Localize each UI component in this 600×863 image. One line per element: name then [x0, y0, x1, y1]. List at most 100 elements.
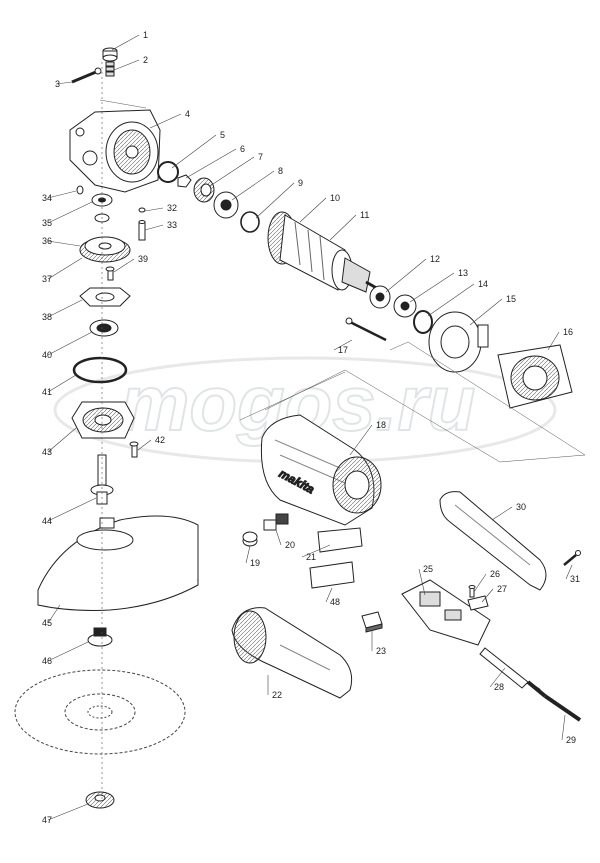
callout-23: 23 [376, 646, 386, 656]
callout-leader-45 [47, 604, 61, 624]
part-switch-25 [401, 579, 491, 646]
part-bearing-8 [213, 191, 239, 219]
callout-39: 39 [138, 254, 148, 264]
callout-4: 4 [185, 109, 190, 119]
callout-leader-27 [481, 588, 494, 603]
callout-44: 44 [42, 516, 52, 526]
part-armature-11 [267, 211, 381, 293]
callout-7: 7 [258, 152, 263, 162]
callout-leader-47 [47, 803, 89, 821]
part-lock-pin-33 [138, 220, 146, 241]
callout-leader-3 [55, 81, 73, 85]
callout-37: 37 [42, 274, 52, 284]
callout-leader-17 [333, 339, 353, 351]
callout-leader-16 [547, 331, 560, 351]
callout-6: 6 [240, 144, 245, 154]
callout-leader-26 [473, 573, 487, 593]
part-side-handle-30 [439, 491, 547, 591]
callout-leader-31 [565, 564, 573, 580]
callout-42: 42 [155, 435, 165, 445]
callout-leader-48 [325, 587, 333, 603]
part-spring [105, 61, 115, 77]
part-name-plate-21 [317, 527, 363, 553]
part-screw-39 [105, 266, 115, 281]
callout-34: 34 [42, 193, 52, 203]
callout-36: 36 [42, 236, 52, 246]
part-power-cord-29 [527, 681, 582, 722]
part-o-ring-5 [157, 161, 179, 183]
callout-leader-34 [47, 190, 77, 199]
callout-leader-10 [299, 197, 327, 223]
callout-31: 31 [570, 574, 580, 584]
part-bearing-retainer-38 [79, 287, 131, 307]
callout-12: 12 [430, 254, 440, 264]
callout-leader-33 [144, 224, 164, 231]
callout-leader-30 [491, 506, 513, 521]
callout-leader-11 [329, 214, 357, 241]
callout-leader-42 [137, 439, 152, 451]
part-spiral-bevel-gear-7 [193, 177, 215, 203]
part-screw-42 [129, 441, 139, 458]
part-retaining-ring-9 [240, 211, 260, 233]
grinding-wheel-outline [14, 669, 186, 755]
callout-25: 25 [423, 564, 433, 574]
callout-leader-25 [418, 568, 426, 596]
part-carbon-brush-20 [263, 513, 289, 531]
part-strain-relief-28 [479, 647, 547, 698]
callout-26: 26 [490, 569, 500, 579]
callout-17: 17 [338, 345, 348, 355]
callout-11: 11 [360, 210, 369, 220]
part-field-16 [497, 344, 573, 409]
callout-27: 27 [497, 584, 507, 594]
callout-leader-13 [409, 272, 455, 303]
callout-13: 13 [458, 268, 468, 278]
callout-leader-5 [171, 134, 217, 169]
callout-3: 3 [55, 79, 60, 89]
callout-leader-28 [489, 667, 506, 688]
callout-41: 41 [42, 387, 52, 397]
part-clamp-27 [467, 595, 489, 611]
callout-leader-2 [113, 59, 140, 71]
callout-leader-32 [144, 207, 164, 212]
callout-47: 47 [42, 815, 52, 825]
part-screw-3 [71, 67, 102, 84]
callout-leader-14 [427, 283, 475, 317]
part-rubber-ring-14 [413, 310, 433, 334]
callout-leader-18 [349, 424, 373, 456]
callout-leader-9 [255, 182, 295, 219]
part-bearing-35 [91, 193, 113, 207]
part-cap [102, 47, 118, 62]
callout-leader-15 [469, 298, 503, 326]
callout-leader-4 [149, 113, 182, 129]
callout-leader-1 [111, 34, 140, 51]
callout-leader-36 [47, 240, 81, 247]
callout-leader-29 [561, 714, 566, 741]
callout-32: 32 [167, 203, 177, 213]
part-screw-17 [345, 317, 387, 342]
callout-leader-37 [47, 257, 83, 280]
callout-30: 30 [516, 502, 526, 512]
callout-leader-46 [47, 641, 89, 662]
part-o-ring-41 [72, 356, 128, 384]
callout-leader-44 [47, 497, 97, 522]
callout-18: 18 [376, 420, 386, 430]
callout-leader-38 [47, 299, 83, 318]
part-bevel-gear-36 [79, 236, 131, 263]
part-motor-housing-18: makita [260, 414, 382, 526]
callout-35: 35 [42, 218, 52, 228]
part-gear-housing [69, 109, 161, 193]
callout-leader-41 [47, 374, 77, 393]
part-screw-31 [563, 550, 581, 566]
callout-22: 22 [272, 690, 282, 700]
part-bearing-40 [89, 319, 119, 337]
callout-leader-6 [185, 148, 237, 179]
part-noise-suppressor-23 [361, 611, 383, 633]
callout-leader-8 [231, 170, 275, 201]
callout-19: 19 [250, 558, 260, 568]
part-baffle-plate-15 [428, 311, 489, 373]
callout-16: 16 [563, 327, 573, 337]
callout-1: 1 [143, 30, 148, 40]
callout-5: 5 [220, 130, 225, 140]
callout-46: 46 [42, 656, 52, 666]
